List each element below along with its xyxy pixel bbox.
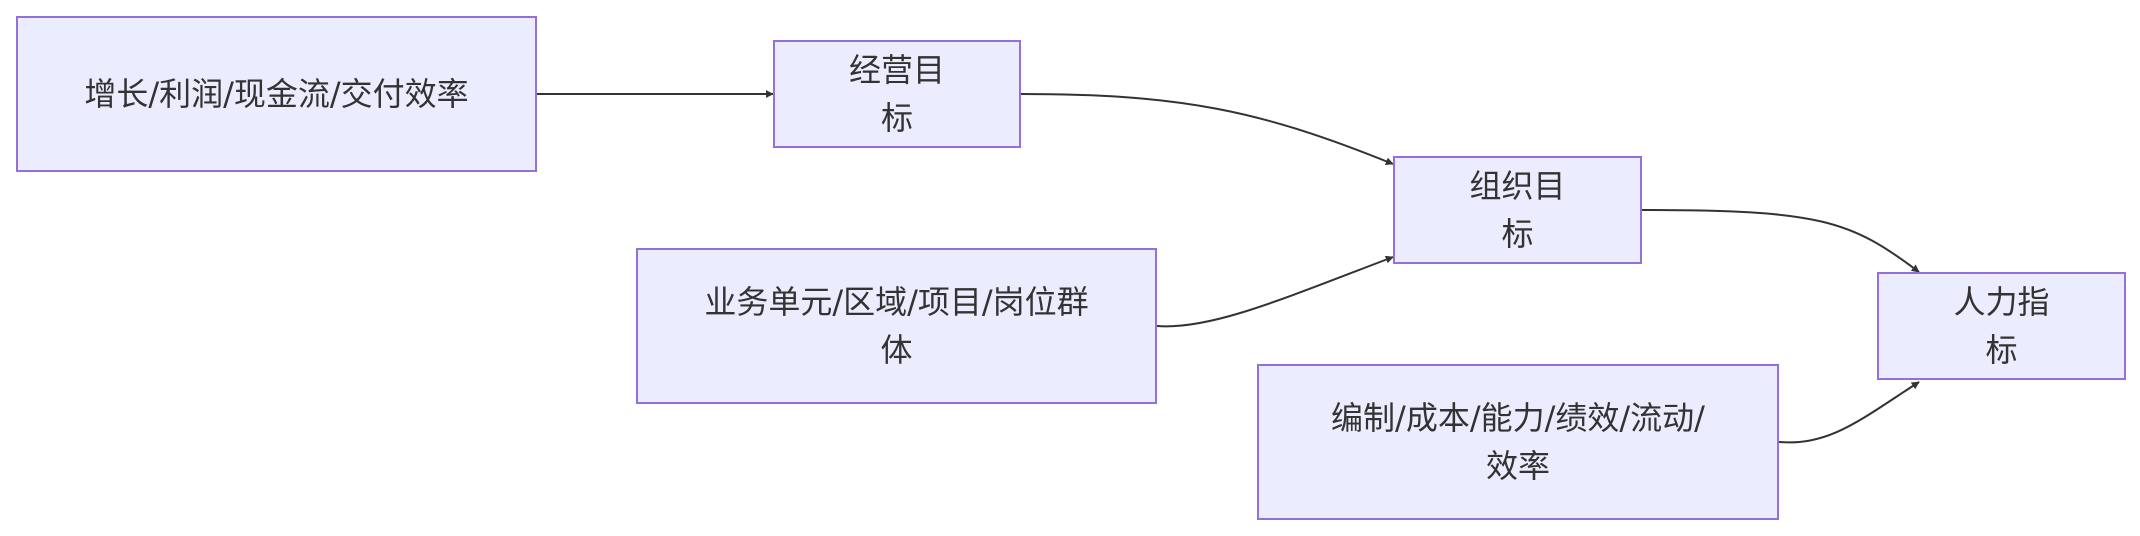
edge-hr-dims-to-hr-metrics — [1778, 381, 1920, 444]
edge-units-to-org-goal — [1156, 255, 1394, 328]
edge-business-goal-to-org-goal — [1020, 93, 1394, 165]
node-hr-metrics[interactable]: 人力指标 — [1877, 272, 2126, 380]
node-growth-profit-cashflow-label: 增长/利润/现金流/交付效率 — [84, 75, 469, 113]
node-business-goal[interactable]: 经营目标 — [773, 40, 1021, 148]
edge-org-goal-to-hr-metrics — [1641, 209, 1920, 273]
node-org-goal[interactable]: 组织目标 — [1393, 156, 1642, 264]
node-business-units[interactable]: 业务单元/区域/项目/岗位群体 — [636, 248, 1157, 404]
node-business-goal-label: 经营目标 — [848, 51, 945, 137]
node-org-goal-label: 组织目标 — [1469, 167, 1566, 253]
node-business-units-label: 业务单元/区域/项目/岗位群体 — [704, 283, 1089, 369]
node-hr-dimensions[interactable]: 编制/成本/能力/绩效/流动/效率 — [1257, 364, 1779, 520]
node-hr-metrics-label: 人力指标 — [1953, 283, 2050, 369]
node-growth-profit-cashflow[interactable]: 增长/利润/现金流/交付效率 — [16, 16, 537, 172]
node-hr-dimensions-label: 编制/成本/能力/绩效/流动/效率 — [1331, 399, 1705, 485]
